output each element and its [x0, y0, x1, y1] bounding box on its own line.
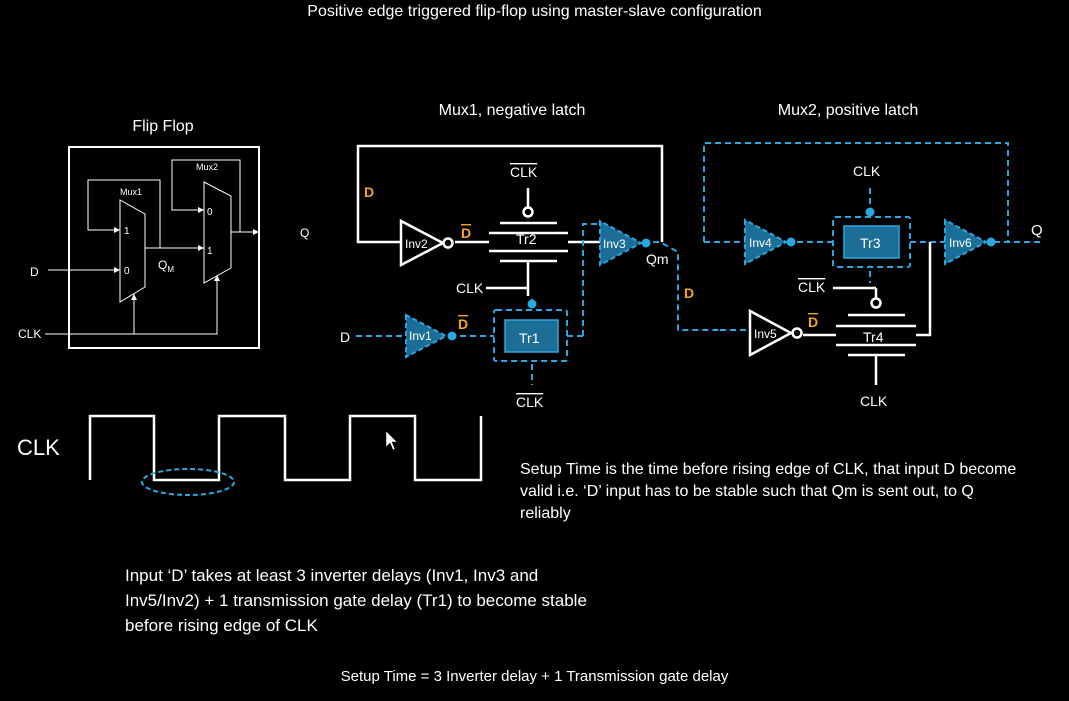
inv5-dbar-label: D	[808, 314, 818, 330]
tr1-clkbar-label: CLK	[516, 394, 544, 410]
feedback-d-label: D	[364, 184, 374, 200]
setup-time-formula: Setup Time = 3 Inverter delay + 1 Transm…	[340, 668, 729, 685]
inv1-bubble	[447, 331, 457, 341]
mux1-label: Mux1	[120, 187, 142, 197]
setup-time-description: Setup Time is the time before rising edg…	[520, 461, 1017, 522]
inv5-gate	[748, 308, 794, 358]
mux2-latch: Mux2, positive latch Inv4 Tr3 CLK	[684, 102, 1043, 409]
flipflop-d-label: D	[30, 265, 39, 279]
mux2-shape	[203, 181, 232, 284]
inv4-bubble	[786, 237, 796, 247]
inv3-label: Inv3	[603, 237, 626, 251]
mux1-in1-label: 1	[124, 226, 130, 237]
inv6-label: Inv6	[949, 236, 972, 250]
flipflop-block: Flip Flop Mux1 1 0 Mux2 0 1	[18, 118, 309, 349]
inv2-bubble	[442, 237, 454, 249]
inv1-gate	[405, 313, 449, 359]
mux2-white-wires	[803, 242, 932, 385]
flipflop-wires	[45, 159, 253, 335]
mux2-latch-title: Mux2, positive latch	[778, 102, 919, 119]
tr3-clk-label: CLK	[853, 163, 881, 179]
tr4-gate-bubble	[870, 297, 882, 309]
tr3-box	[843, 225, 900, 259]
inv5-label: Inv5	[754, 327, 777, 341]
inv1-dbar-label: D	[458, 316, 468, 332]
inv4-gate	[744, 218, 789, 266]
tr3-gate-bubble	[865, 207, 875, 217]
flipflop-qm-label: QM	[158, 258, 174, 274]
mux1-blue-path	[356, 223, 720, 385]
inv3-gate	[599, 219, 644, 267]
flipflop-title: Flip Flop	[132, 118, 193, 135]
mux2-d-label: D	[684, 285, 694, 301]
tr4-clk-label: CLK	[860, 393, 888, 409]
inv3-bubble	[641, 238, 651, 248]
inv6-bubble	[986, 237, 996, 247]
clock-waveform	[88, 414, 483, 496]
flipflop-clk-label: CLK	[18, 327, 41, 341]
mouse-cursor-icon	[385, 430, 398, 451]
inv1-label: Inv1	[409, 329, 432, 343]
tr1-gate-bubble	[527, 299, 537, 309]
tr4-label: Tr4	[863, 329, 884, 345]
q-output-label: Q	[1031, 222, 1043, 239]
mux2-blue-path	[703, 142, 1040, 331]
mux2-in0-label: 0	[207, 207, 213, 218]
mux1-latch: Mux1, negative latch Inv2 Tr2 CLK CL	[340, 102, 720, 410]
clock-signal	[88, 414, 483, 482]
tr2-label: Tr2	[516, 231, 537, 247]
inv6-gate	[944, 218, 989, 266]
tr1-box	[504, 319, 559, 353]
tr2-clkbar-label: CLK	[510, 164, 538, 180]
tr2-gate-bubble	[522, 206, 534, 218]
mux2-in1-label: 1	[207, 246, 213, 257]
mux1-shape	[119, 199, 146, 303]
inv2-gate	[399, 218, 446, 268]
setup-highlight	[141, 468, 235, 496]
inv4-label: Inv4	[749, 236, 772, 250]
mux2-label: Mux2	[196, 162, 218, 172]
inv2-label: Inv2	[405, 237, 428, 251]
mux1-in0-label: 0	[124, 266, 130, 277]
tr2-clk-label: CLK	[456, 280, 484, 296]
inv5-bubble	[791, 327, 803, 339]
inv2-dbar-label: D	[461, 225, 471, 241]
tr1-label: Tr1	[519, 330, 540, 346]
slide-title: Positive edge triggered flip-flop using …	[307, 3, 762, 20]
flipflop-box	[68, 146, 260, 349]
mux1-latch-title: Mux1, negative latch	[439, 102, 586, 119]
tr4-clkbar-label: CLK	[798, 279, 826, 295]
tr3-label: Tr3	[860, 235, 881, 251]
mux1-white-wires	[356, 144, 664, 296]
flipflop-q-label: Q	[300, 226, 309, 240]
input-delay-description: Input ‘D’ takes at least 3 inverter dela…	[125, 566, 587, 635]
flipflop-arrowheads	[114, 207, 259, 300]
qm-label: Qm	[646, 251, 669, 267]
d-input-label: D	[340, 329, 350, 345]
clock-label: CLK	[17, 435, 60, 460]
